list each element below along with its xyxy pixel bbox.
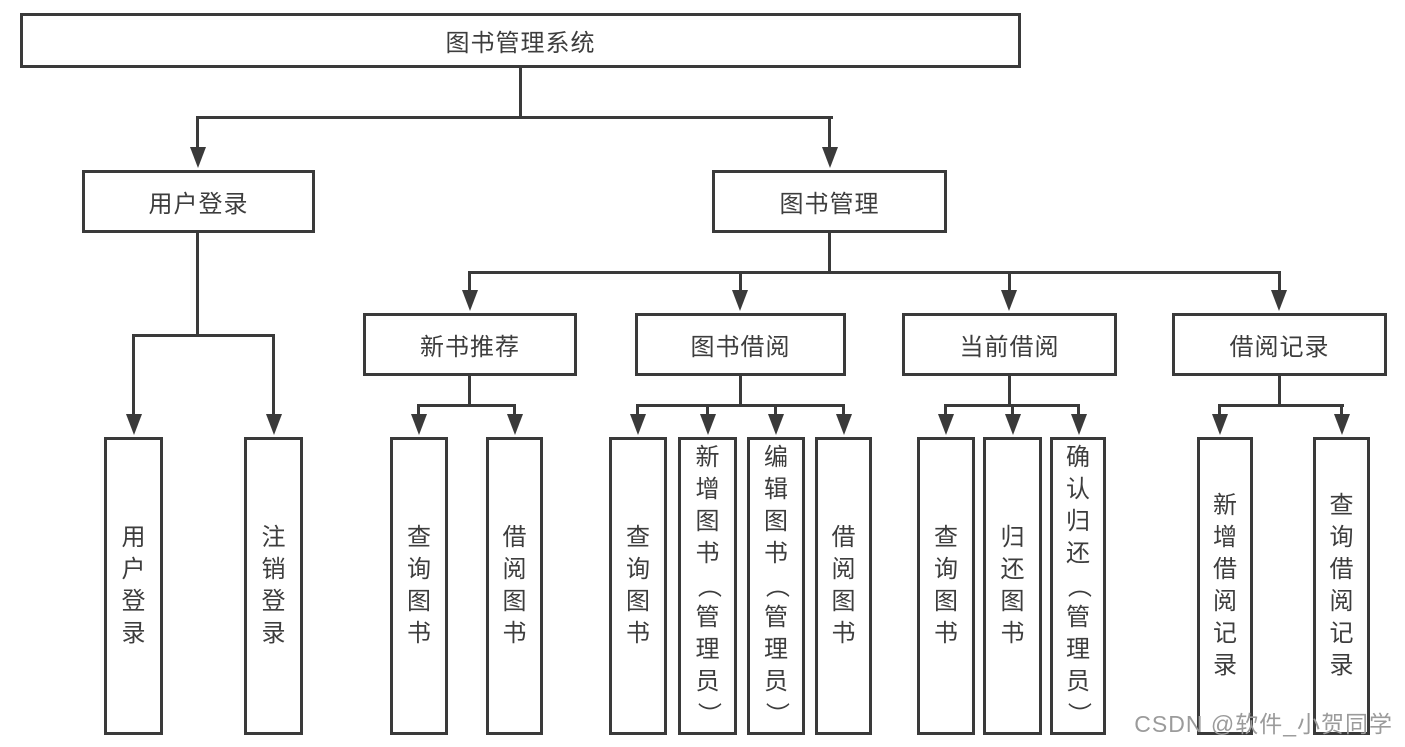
connector-line — [828, 233, 831, 274]
connector-line — [828, 116, 831, 151]
connector-line — [842, 404, 845, 418]
node-book-borrowing-label: 图书借阅 — [690, 334, 791, 361]
node-user-login-label: 用户登录 — [148, 191, 249, 218]
leaf-add-books-admin: 新增图书（管理员） — [678, 437, 737, 735]
connector-line — [196, 116, 199, 151]
leaf-user-login: 用户登录 — [104, 437, 163, 735]
connector-line — [1218, 404, 1221, 418]
arrowhead-down-icon — [630, 414, 646, 435]
arrowhead-down-icon — [768, 414, 784, 435]
arrowhead-down-icon — [1071, 414, 1087, 435]
leaf-borrowing-borrow-books-label: 借阅图书 — [831, 524, 856, 647]
arrowhead-down-icon — [700, 414, 716, 435]
connector-line — [1011, 404, 1014, 418]
leaf-borrowing-query-books: 查询图书 — [609, 437, 667, 735]
arrowhead-down-icon — [1334, 414, 1350, 435]
node-new-book-recommend-label: 新书推荐 — [420, 334, 520, 361]
node-root: 图书管理系统 — [20, 13, 1021, 68]
connector-line — [1218, 404, 1344, 407]
leaf-recommend-borrow-books-label: 借阅图书 — [502, 524, 527, 647]
leaf-recommend-query-books: 查询图书 — [390, 437, 448, 735]
connector-line — [1008, 271, 1011, 295]
node-current-borrowing-label: 当前借阅 — [959, 334, 1060, 361]
leaf-recommend-query-books-label: 查询图书 — [407, 524, 431, 647]
arrowhead-down-icon — [1001, 290, 1017, 311]
node-book-management: 图书管理 — [712, 170, 947, 233]
leaf-current-query-books: 查询图书 — [917, 437, 975, 735]
arrowhead-down-icon — [732, 290, 748, 311]
connector-line — [1278, 271, 1281, 295]
leaf-edit-books-admin-label: 编辑图书（管理员） — [763, 444, 790, 726]
leaf-current-query-books-label: 查询图书 — [934, 524, 958, 647]
leaf-query-borrow-record: 查询借阅记录 — [1313, 437, 1370, 735]
connector-line — [636, 404, 639, 418]
connector-line — [417, 404, 420, 418]
leaf-query-borrow-record-label: 查询借阅记录 — [1329, 492, 1354, 679]
connector-line — [739, 376, 742, 407]
leaf-add-borrow-record: 新增借阅记录 — [1197, 437, 1253, 735]
arrowhead-down-icon — [411, 414, 427, 435]
arrowhead-down-icon — [938, 414, 954, 435]
node-borrowing-records-label: 借阅记录 — [1229, 334, 1330, 361]
node-book-borrowing: 图书借阅 — [635, 313, 846, 376]
leaf-logout-label: 注销登录 — [261, 524, 286, 647]
arrowhead-down-icon — [836, 414, 852, 435]
node-root-label: 图书管理系统 — [445, 30, 596, 57]
connector-line — [1077, 404, 1080, 418]
leaf-add-borrow-record-label: 新增借阅记录 — [1213, 492, 1237, 679]
connector-line — [132, 334, 275, 337]
arrowhead-down-icon — [266, 414, 282, 435]
leaf-confirm-return-admin-label: 确认归还（管理员） — [1065, 444, 1092, 726]
connector-line — [468, 376, 471, 407]
connector-line — [468, 271, 471, 295]
connector-line — [417, 404, 516, 407]
connector-line — [739, 271, 742, 295]
arrowhead-down-icon — [822, 147, 838, 168]
node-user-login: 用户登录 — [82, 170, 315, 233]
arrowhead-down-icon — [462, 290, 478, 311]
leaf-add-books-admin-label: 新增图书（管理员） — [694, 444, 722, 726]
arrowhead-down-icon — [1271, 290, 1287, 311]
leaf-edit-books-admin: 编辑图书（管理员） — [747, 437, 805, 735]
connector-line — [513, 404, 516, 418]
connector-line — [706, 404, 709, 418]
connector-line — [774, 404, 777, 418]
connector-line — [132, 334, 135, 418]
connector-line — [944, 404, 947, 418]
arrowhead-down-icon — [1005, 414, 1021, 435]
leaf-borrowing-borrow-books: 借阅图书 — [815, 437, 872, 735]
leaf-return-books: 归还图书 — [983, 437, 1042, 735]
connector-line — [1008, 376, 1011, 407]
connector-line — [1340, 404, 1343, 418]
arrowhead-down-icon — [126, 414, 142, 435]
node-current-borrowing: 当前借阅 — [902, 313, 1117, 376]
arrowhead-down-icon — [190, 147, 206, 168]
node-borrowing-records: 借阅记录 — [1172, 313, 1387, 376]
csdn-watermark: CSDN @软件_小贺同学 — [1134, 711, 1393, 737]
connector-line — [636, 404, 845, 407]
node-book-management-label: 图书管理 — [779, 191, 880, 218]
connector-line — [519, 66, 522, 118]
arrowhead-down-icon — [1212, 414, 1228, 435]
connector-line — [1278, 376, 1281, 407]
arrowhead-down-icon — [507, 414, 523, 435]
connector-line — [272, 334, 275, 418]
leaf-user-login-label: 用户登录 — [121, 524, 146, 647]
connector-line — [468, 271, 1281, 274]
leaf-recommend-borrow-books: 借阅图书 — [486, 437, 543, 735]
leaf-logout: 注销登录 — [244, 437, 303, 735]
connector-line — [196, 116, 833, 119]
connector-line — [196, 233, 199, 336]
node-new-book-recommend: 新书推荐 — [363, 313, 577, 376]
leaf-return-books-label: 归还图书 — [1000, 524, 1025, 647]
leaf-confirm-return-admin: 确认归还（管理员） — [1050, 437, 1106, 735]
leaf-borrowing-query-books-label: 查询图书 — [626, 524, 650, 647]
